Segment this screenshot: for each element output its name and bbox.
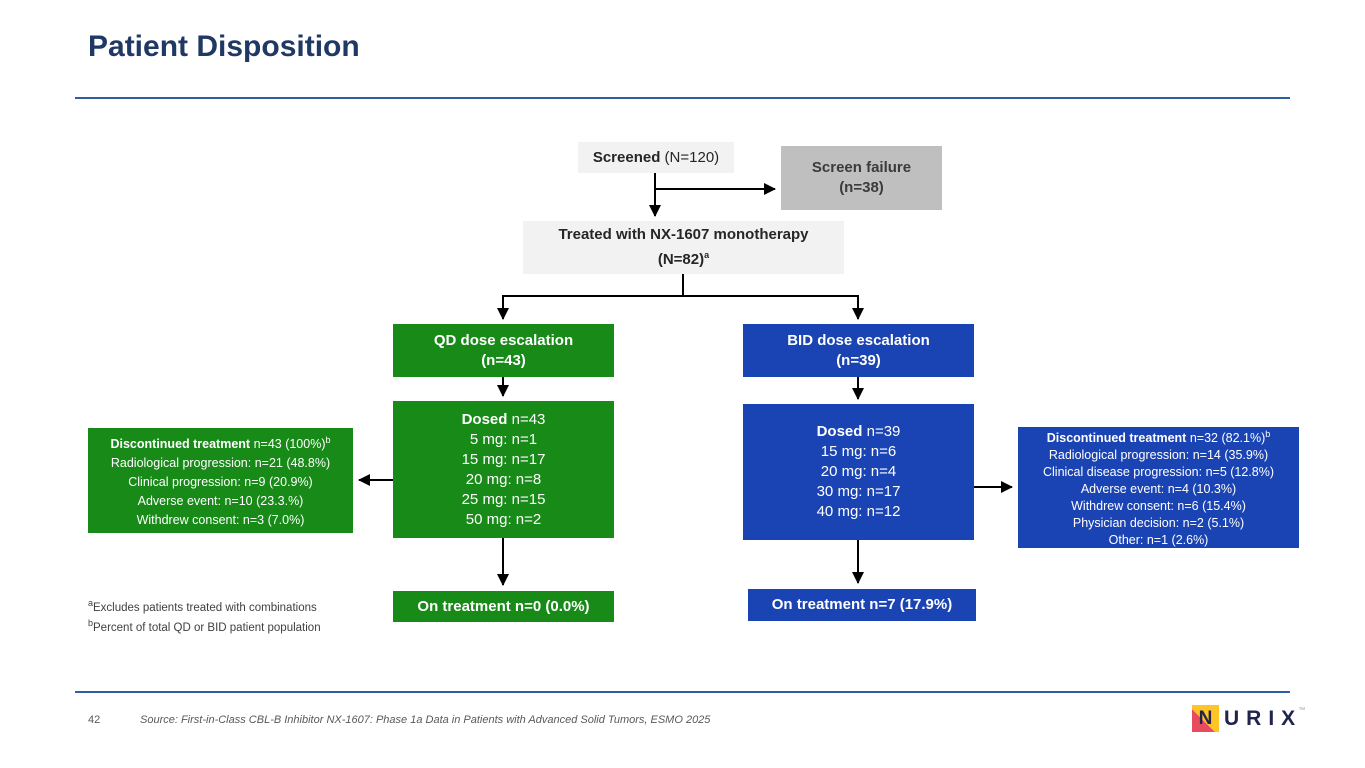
footnotes: aExcludes patients treated with combinat… [88, 596, 321, 636]
trademark-symbol: ™ [1298, 707, 1306, 714]
list-line: Other: n=1 (2.6%) [1108, 533, 1209, 548]
bid-discontinued-list: Radiological progression: n=14 (35.9%) Cl… [1043, 447, 1274, 549]
treated-box: Treated with NX-1607 monotherapy (N=82)a [523, 221, 844, 274]
list-line: 50 mg: n=2 [465, 510, 542, 528]
page-title: Patient Disposition [88, 30, 360, 63]
qd-dose-list: 5 mg: n=1 15 mg: n=17 20 mg: n=8 25 mg: n=1… [462, 430, 546, 530]
screened-box: Screened (N=120) [578, 142, 734, 173]
title-divider [75, 97, 1290, 99]
nurix-logo-mark-icon: N [1192, 705, 1219, 732]
footer-divider [75, 691, 1290, 693]
bid-dosed-label: Dosed n=39 [816, 423, 901, 440]
screened-label: Screened (N=120) [592, 148, 720, 166]
treated-count: (N=82)a [657, 250, 710, 268]
qd-discontinued-label: Discontinued treatment n=43 (100%)b [110, 434, 331, 452]
qd-dosed-label: Dosed n=43 [461, 410, 546, 428]
list-line: 25 mg: n=15 [461, 490, 546, 508]
list-line: 5 mg: n=1 [469, 430, 538, 448]
nurix-logo: N URIX ™ [1192, 705, 1309, 732]
screen-failure-label: Screen failure [811, 159, 912, 176]
qd-escalation-count: (n=43) [481, 351, 526, 369]
list-line: 15 mg: n=6 [820, 443, 897, 460]
page-number: 42 [88, 714, 101, 726]
bid-escalation-box: BID dose escalation (n=39) [743, 324, 974, 377]
list-line: Radiological progression: n=21 (48.8%) [110, 456, 331, 471]
source-citation: Source: First-in-Class CBL-B Inhibitor N… [140, 714, 711, 726]
list-line: Radiological progression: n=14 (35.9%) [1048, 448, 1269, 463]
bid-dosed-box: Dosed n=39 15 mg: n=6 20 mg: n=4 30 mg: n=… [743, 404, 974, 540]
list-line: 20 mg: n=4 [820, 463, 897, 480]
list-line: Clinical progression: n=9 (20.9%) [128, 475, 313, 490]
list-line: 20 mg: n=8 [465, 470, 542, 488]
qd-discontinued-list: Radiological progression: n=21 (48.8%) Cl… [111, 454, 330, 530]
qd-dosed-box: Dosed n=43 5 mg: n=1 15 mg: n=17 20 mg: n=… [393, 401, 614, 538]
bid-escalation-count: (n=39) [836, 351, 881, 369]
treated-label: Treated with NX-1607 monotherapy [558, 226, 809, 243]
screen-failure-count: (n=38) [839, 179, 884, 196]
bid-discontinued-label: Discontinued treatment n=32 (82.1%)b [1046, 428, 1271, 446]
list-line: Physician decision: n=2 (5.1%) [1072, 516, 1245, 531]
screen-failure-box: Screen failure (n=38) [781, 146, 942, 210]
list-line: Clinical disease progression: n=5 (12.8%… [1042, 465, 1275, 480]
bid-escalation-label: BID dose escalation [787, 331, 930, 349]
list-line: Adverse event: n=4 (10.3%) [1080, 482, 1237, 497]
qd-escalation-box: QD dose escalation (n=43) [393, 324, 614, 377]
list-line: 40 mg: n=12 [816, 503, 901, 520]
list-line: Withdrew consent: n=6 (15.4%) [1071, 499, 1246, 514]
nurix-logo-wordmark: URIX [1224, 706, 1303, 730]
qd-on-treatment-box: On treatment n=0 (0.0%) [393, 591, 614, 622]
list-line: 30 mg: n=17 [816, 483, 901, 500]
list-line: 15 mg: n=17 [461, 450, 546, 468]
bid-on-treatment-box: On treatment n=7 (17.9%) [748, 589, 976, 621]
list-line: Adverse event: n=10 (23.3.%) [137, 494, 304, 509]
bid-dose-list: 15 mg: n=6 20 mg: n=4 30 mg: n=17 40 mg: n=… [817, 442, 901, 522]
footnote-b: bPercent of total QD or BID patient popu… [88, 617, 321, 634]
qd-discontinued-box: Discontinued treatment n=43 (100%)b Radi… [88, 428, 353, 533]
list-line: Withdrew consent: n=3 (7.0%) [136, 513, 305, 528]
footnote-a: aExcludes patients treated with combinat… [88, 598, 317, 614]
qd-escalation-label: QD dose escalation [433, 331, 574, 349]
bid-discontinued-box: Discontinued treatment n=32 (82.1%)b Rad… [1018, 427, 1299, 548]
